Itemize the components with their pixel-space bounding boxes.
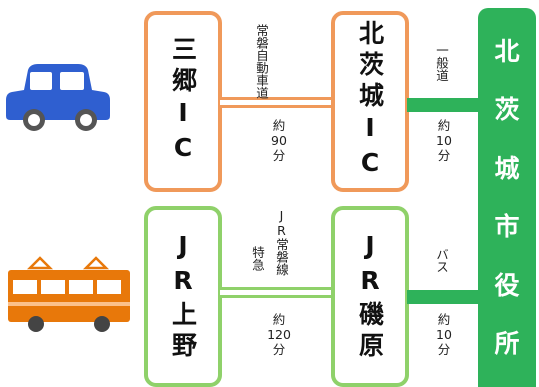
time-value: 10 [436,133,452,148]
car-icon [6,64,110,131]
time-unit: 分 [437,148,451,163]
destination-char: 役 [494,270,520,300]
connector-bus [407,290,480,304]
time-value: 90 [271,133,287,148]
time-label: 約 [437,312,451,327]
route-time-bus: 約 10 分 [427,312,461,357]
route-time-road: 約 10 分 [427,118,461,163]
time-unit: 分 [437,342,451,357]
route-name-joban: 常磐自動車道 [254,24,269,99]
connector-joban-line [220,287,334,298]
midpoint-kitaibaraki-ic: 北茨城IC [331,11,409,192]
route-name-general-road: 一般道 [434,44,449,82]
midpoint-label: JR磯原 [355,230,385,363]
route-time-train: 約 120 分 [262,312,296,357]
destination-char: 茨 [494,95,520,125]
route-name-limited-express: 特急 [250,246,265,271]
time-label: 約 [272,118,286,133]
origin-label: 三郷IC [168,35,198,168]
time-unit: 分 [272,342,286,357]
connector-joban-expressway [220,97,334,108]
train-icon [8,256,130,332]
destination-char: 北 [494,36,520,66]
route-name-bus: バス [434,248,449,273]
connector-general-road [407,98,480,112]
destination-char: 所 [494,329,520,359]
midpoint-jr-isohara: JR磯原 [331,206,409,387]
destination-char: 市 [494,212,520,242]
time-value: 10 [436,327,452,342]
destination-kitaibaraki-city-hall: 北 茨 城 市 役 所 [478,8,536,387]
origin-sango-ic: 三郷IC [144,11,222,192]
time-unit: 分 [272,148,286,163]
route-time-car: 約 90 分 [262,118,296,163]
origin-label: JR上野 [168,230,198,363]
time-label: 約 [272,312,286,327]
origin-jr-ueno: JR上野 [144,206,222,387]
destination-char: 城 [494,153,520,183]
time-value: 120 [267,327,291,342]
midpoint-label: 北茨城IC [355,20,385,183]
time-label: 約 [437,118,451,133]
route-name-joban-line: JR常磐線 [274,208,289,276]
